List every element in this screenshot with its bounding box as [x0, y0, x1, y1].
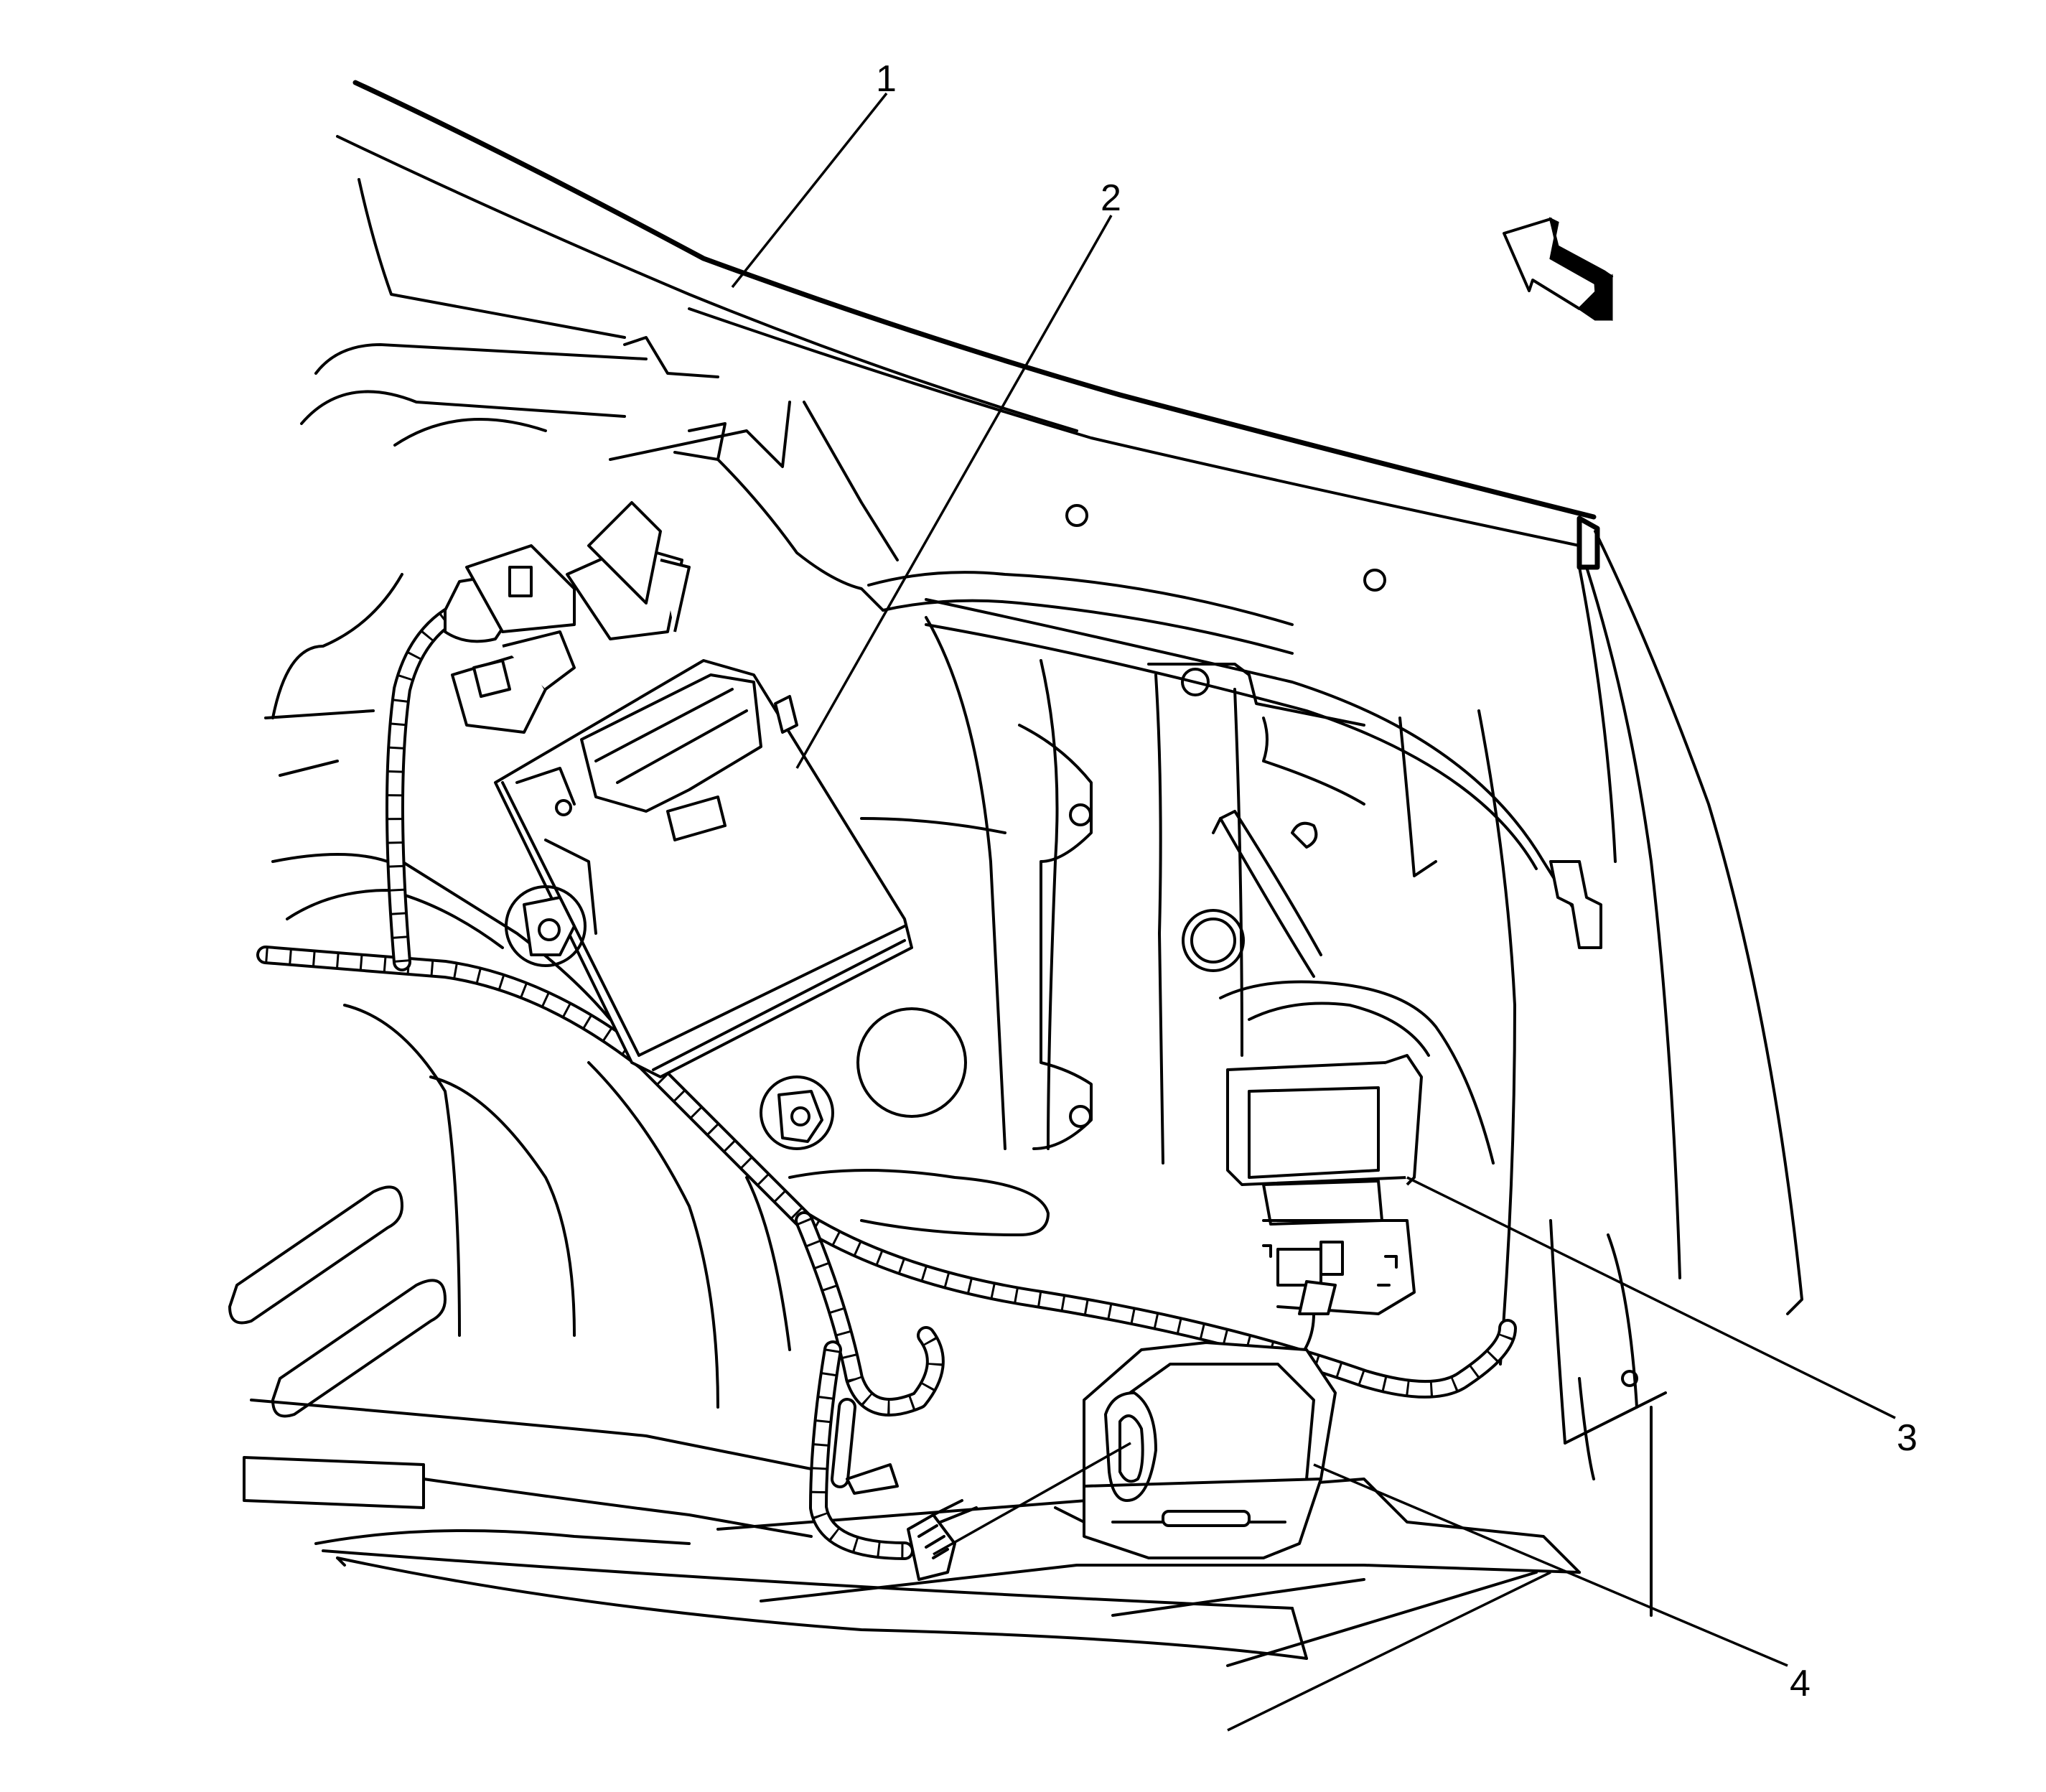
wiring-harness — [256, 601, 1517, 1560]
callout-1: 1 — [876, 58, 897, 100]
callout-4: 4 — [1790, 1663, 1811, 1704]
leader-3 — [1406, 1176, 1896, 1419]
leader-lines — [731, 92, 1896, 1732]
harness-connectors — [444, 501, 956, 1581]
module-3 — [1226, 1054, 1423, 1373]
leader-4b — [933, 1442, 1131, 1556]
callout-labels: 1 2 3 4 — [876, 58, 1917, 1704]
body-structure — [228, 80, 1803, 1667]
leader-floor — [1227, 1571, 1551, 1732]
module-2 — [494, 659, 913, 1150]
direction-arrow-icon — [1503, 217, 1613, 321]
leader-4 — [1313, 1463, 1788, 1667]
component-4 — [1054, 1341, 1337, 1559]
callout-3: 3 — [1897, 1417, 1917, 1459]
leader-2 — [795, 215, 1113, 769]
leader-1 — [731, 92, 888, 289]
callout-2: 2 — [1101, 177, 1121, 219]
